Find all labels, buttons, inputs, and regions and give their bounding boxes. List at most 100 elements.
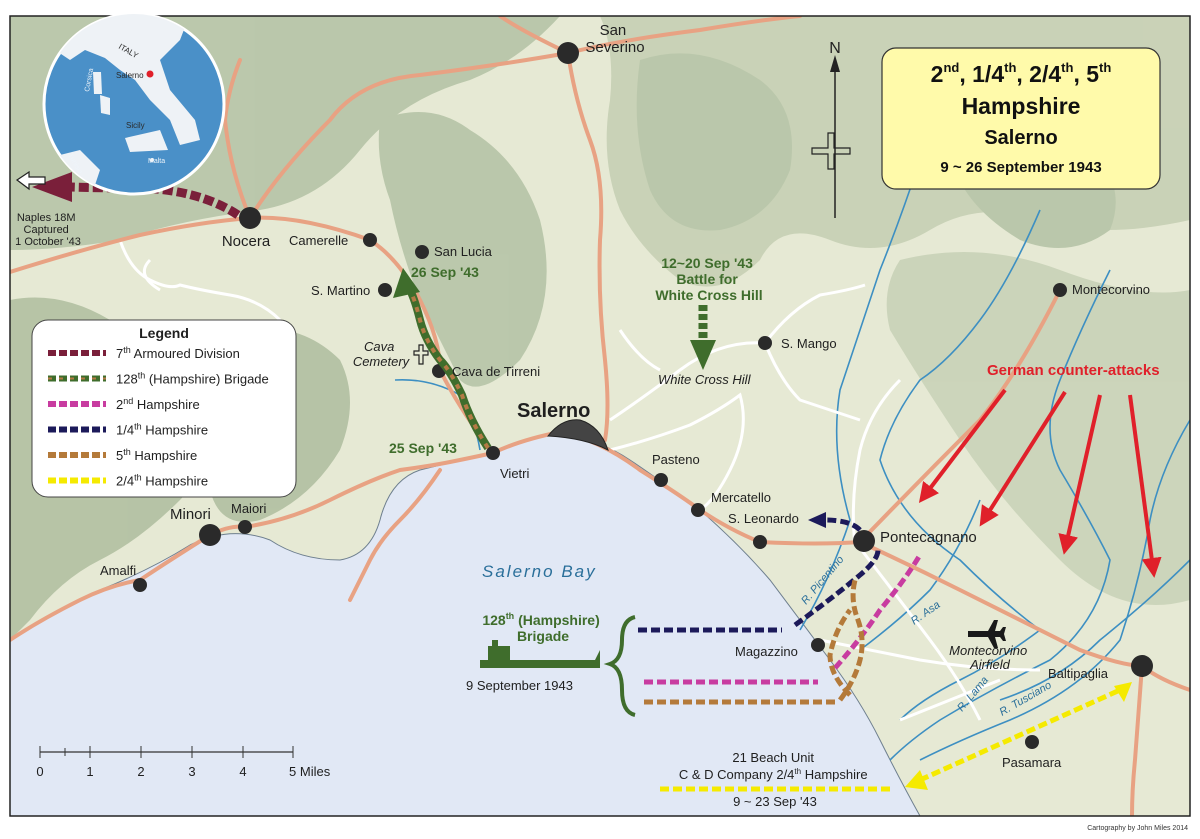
inset-corsica: Corsica (84, 68, 95, 93)
battle-line-2: Battle for (676, 271, 738, 287)
label-san-severino-2: Severino (585, 39, 644, 56)
naples-line-2: Captured (24, 224, 69, 236)
label-airfield-1: Montecorvino (949, 643, 1027, 658)
label-salerno: Salerno (517, 400, 590, 422)
legend-row: 1/4th Hampshire (48, 422, 208, 438)
marker-pontecagnano (853, 530, 875, 552)
legend-label: 5th Hampshire (116, 447, 197, 463)
label-landing-date: 9 September 1943 (466, 678, 573, 693)
brigade-post: (Hampshire) (514, 612, 600, 628)
town-markers (133, 42, 1153, 749)
label-s-martino: S. Martino (311, 283, 370, 298)
label-cava-de-tirreni: Cava de Tirreni (452, 364, 540, 379)
svg-text:12~20 Sep '43 Battle for: 12~20 Sep '43 Battle for White Cross Hil… (655, 255, 762, 303)
marker-pasteno (654, 473, 668, 487)
legend-row: 128th (Hampshire) Brigade (48, 371, 269, 387)
marker-maiori (238, 520, 252, 534)
legend-label: 2/4th Hampshire (116, 473, 208, 489)
route-2-4-arrow-ne (1114, 682, 1132, 702)
label-26-sep: 26 Sep '43 (411, 264, 479, 280)
north-label: N (829, 40, 841, 57)
legend-row: 2/4th Hampshire (48, 473, 208, 489)
battle-line-1: 12~20 Sep '43 (661, 255, 753, 271)
svg-text:Cava Cemetery: Cava Cemetery (353, 339, 411, 369)
legend-label: 128th (Hampshire) Brigade (116, 371, 269, 387)
legend-label: 7th Armoured Division (116, 345, 240, 361)
landing-craft-icon (480, 640, 600, 668)
marker-magazzino (811, 638, 825, 652)
label-s-mango: S. Mango (781, 336, 837, 351)
label-vietri: Vietri (500, 466, 529, 481)
marker-baltipaglia (1131, 655, 1153, 677)
inset-globe: ITALY Salerno Corsica Sicily Tunisia Mal… (42, 12, 226, 196)
label-airfield-2: Airfield (969, 657, 1011, 672)
svg-text:Montecorvino Airfield: Montecorvino Airfield (949, 643, 1031, 672)
inset-sicily: Sicily (126, 121, 145, 130)
label-cava-cemetery-2: Cemetery (353, 354, 411, 369)
minor-roads (118, 239, 1041, 722)
label-san-severino-1: San (600, 22, 627, 39)
title-line-1: 2nd, 1/4th, 2/4th, 5th (931, 60, 1112, 87)
svg-text:21 Beach Unit C & D Comp: 21 Beach Unit C & D Company 2/4th Hampsh… (679, 750, 871, 809)
label-white-cross-hill: White Cross Hill (658, 372, 752, 387)
label-cava-cemetery-1: Cava (364, 339, 394, 354)
german-counter-attack-arrows (918, 388, 1162, 578)
north-arrow: N (811, 40, 851, 218)
scale-bar: 0 1 2 3 4 5 Miles (36, 746, 331, 779)
brigade-sup: th (506, 611, 515, 621)
scale-1: 1 (86, 764, 93, 779)
naples-line-1: Naples 18M (17, 212, 76, 224)
svg-text:5 Miles: 5 Miles (289, 764, 331, 779)
label-mercatello: Mercatello (711, 490, 771, 505)
route-2-4-arrow-sw (905, 770, 928, 790)
marker-s-leonardo (753, 535, 767, 549)
marker-s-mango (758, 336, 772, 350)
label-s-leonardo: S. Leonardo (728, 511, 799, 526)
brigade-pre: 128 (482, 612, 506, 628)
legend-row: 5th Hampshire (48, 447, 197, 463)
label-minori: Minori (170, 506, 211, 523)
airplane-icon (968, 620, 1006, 648)
beach-line-1: 21 Beach Unit (732, 750, 814, 765)
svg-text:Naples 18M Captured: Naples 18M Captured 1 October '43 (15, 209, 81, 248)
beach-l2-sup: th (794, 767, 801, 776)
svg-text:San Severino: San Severino (585, 22, 644, 56)
route-2-4-hampshire (660, 687, 1122, 792)
inset-salerno-dot (146, 70, 154, 78)
inset-malta: Malta (148, 158, 165, 165)
inset-salerno: Salerno (116, 71, 144, 80)
route-1-4-arrowhead (808, 512, 826, 528)
beach-l2-post: Hampshire (801, 767, 867, 782)
label-pasamara: Pasamara (1002, 755, 1062, 770)
cemetery-cross-icon (413, 344, 429, 365)
credit: Cartography by John Miles 2014 (1087, 825, 1188, 832)
label-baltipaglia: Baltipaglia (1048, 666, 1109, 681)
scale-2: 2 (137, 764, 144, 779)
marker-mercatello (691, 503, 705, 517)
landing-bracket (603, 615, 636, 717)
title-line-3: Salerno (984, 127, 1057, 149)
label-camerelle: Camerelle (289, 233, 348, 248)
marker-s-martino (378, 283, 392, 297)
scale-4: 4 (239, 764, 246, 779)
legend-row: 7th Armoured Division (48, 345, 240, 361)
label-magazzino: Magazzino (735, 644, 798, 659)
label-german-counter-attacks: German counter-attacks (987, 362, 1160, 379)
label-pasteno: Pasteno (652, 452, 700, 467)
marker-san-lucia (415, 245, 429, 259)
title-line-2: Hampshire (962, 93, 1081, 119)
battle-line-3: White Cross Hill (655, 287, 762, 303)
scale-unit: Miles (300, 764, 331, 779)
title-box: 2nd, 1/4th, 2/4th, 5th Hampshire Salerno… (881, 47, 1161, 190)
scale-0: 0 (36, 764, 43, 779)
salerno-city (547, 419, 609, 452)
label-montecorvino: Montecorvino (1072, 282, 1150, 297)
route-1-4-hampshire (638, 517, 881, 633)
label-nocera: Nocera (222, 233, 271, 250)
naples-arrow-icon (15, 170, 46, 191)
marker-minori (199, 524, 221, 546)
beach-line-3: 9 ~ 23 Sep '43 (733, 794, 817, 809)
label-maiori: Maiori (231, 501, 267, 516)
